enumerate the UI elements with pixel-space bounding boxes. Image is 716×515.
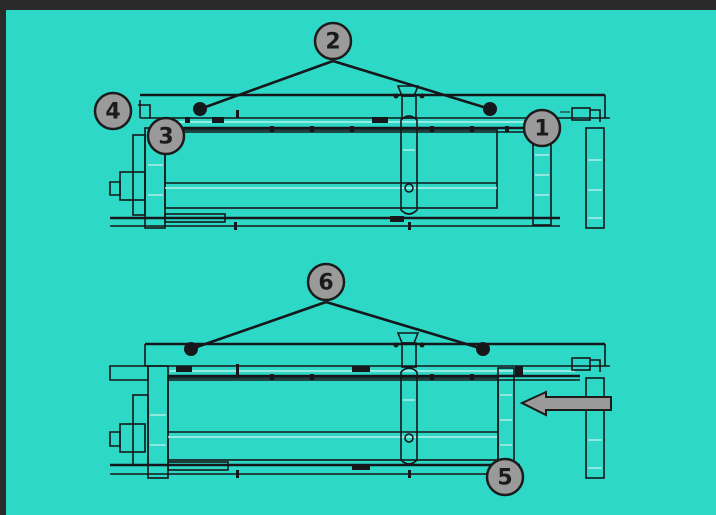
diagram-background <box>6 10 716 515</box>
callout-2-leader-left <box>199 59 334 111</box>
callout-badge-5: 5 <box>485 457 525 497</box>
arrow-left-icon <box>519 390 612 417</box>
callout-2-leader-right <box>332 59 491 111</box>
callout-6-leader-right <box>325 300 484 351</box>
callout-badge-3: 3 <box>146 116 186 156</box>
callout-6-leader-left <box>190 300 327 351</box>
svg-text:1: 1 <box>534 117 549 142</box>
svg-text:4: 4 <box>105 100 120 125</box>
top-machine-view <box>109 85 610 230</box>
svg-text:2: 2 <box>325 30 340 55</box>
callout-6-point-right <box>476 342 490 356</box>
svg-text:6: 6 <box>318 271 333 296</box>
callout-badge-4: 4 <box>93 91 133 131</box>
callout-2-point-left <box>193 102 207 116</box>
callout-badge-1: 1 <box>522 108 562 148</box>
callout-2-point-right <box>483 102 497 116</box>
top-rail-bolts <box>185 110 509 132</box>
svg-text:5: 5 <box>497 466 512 491</box>
callout-badge-2: 2 <box>313 21 353 61</box>
callout-6-point-left <box>184 342 198 356</box>
svg-text:3: 3 <box>158 125 173 150</box>
bottom-rail-bolts <box>176 364 523 380</box>
callout-badge-6: 6 <box>306 262 346 302</box>
